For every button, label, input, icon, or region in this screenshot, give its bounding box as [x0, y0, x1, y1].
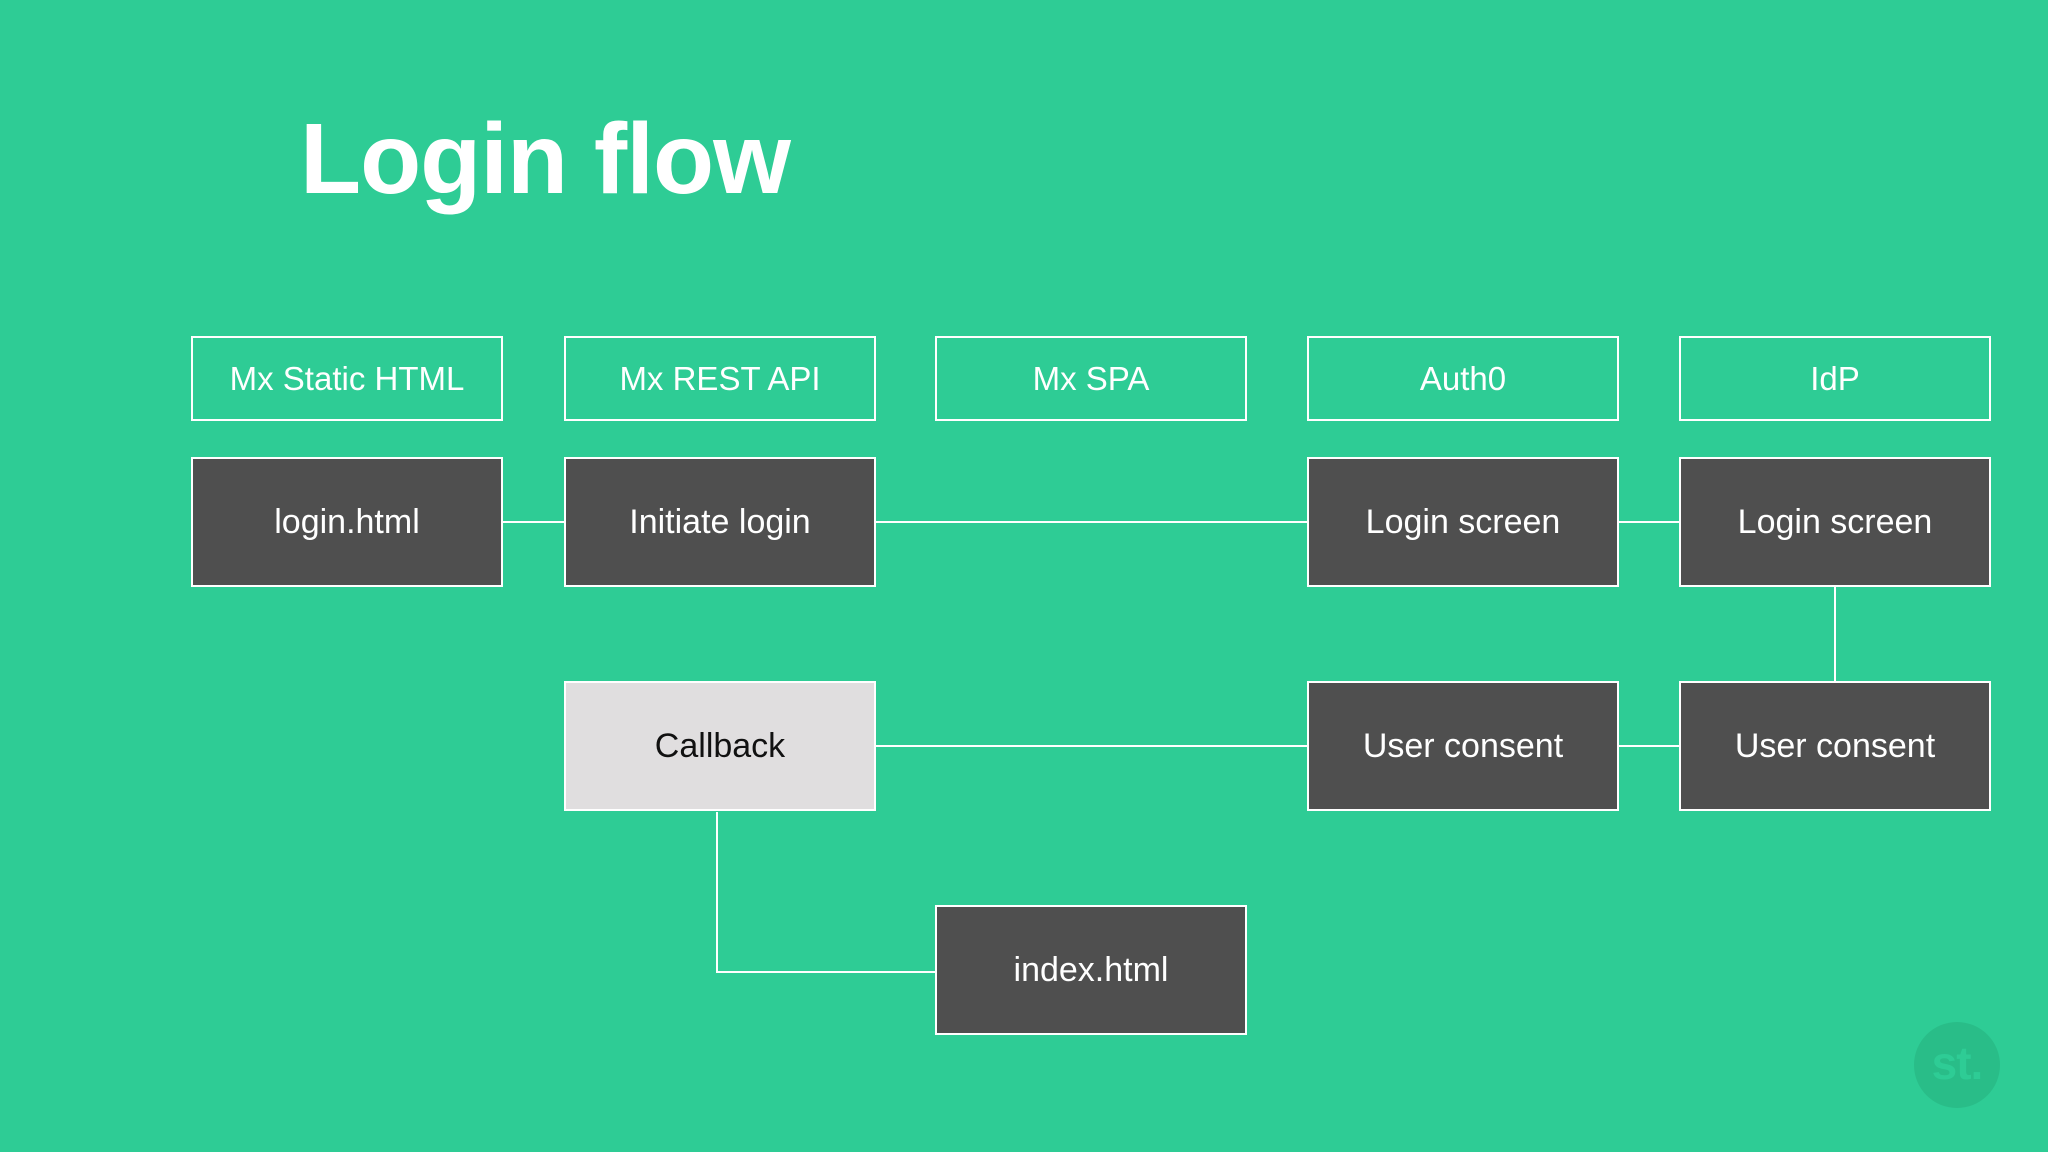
connector-auth0-login-screen-to-idp-login-screen	[1619, 521, 1679, 523]
node-index-html[interactable]: index.html	[935, 905, 1247, 1035]
connector-auth0-user-consent-to-idp-user-consent	[1619, 745, 1679, 747]
node-idp-user-consent[interactable]: User consent	[1679, 681, 1991, 811]
connector-callback-to-indexhtml-horizontal	[716, 971, 935, 973]
lane-header-idp[interactable]: IdP	[1679, 336, 1991, 421]
node-callback[interactable]: Callback	[564, 681, 876, 811]
lane-header-mx-static-html[interactable]: Mx Static HTML	[191, 336, 503, 421]
brand-watermark-logo: st.	[1914, 1022, 2000, 1108]
connector-loginhtml-to-initiate-login	[503, 521, 564, 523]
node-login-html[interactable]: login.html	[191, 457, 503, 587]
connector-callback-to-auth0-user-consent	[876, 745, 1307, 747]
brand-watermark-text: st.	[1931, 1037, 1984, 1089]
connector-callback-to-indexhtml-vertical	[716, 812, 718, 973]
node-idp-login-screen[interactable]: Login screen	[1679, 457, 1991, 587]
connector-idp-login-screen-to-idp-user-consent	[1834, 587, 1836, 681]
connector-initiate-login-to-auth0-login-screen	[876, 521, 1307, 523]
page-title: Login flow	[300, 103, 791, 215]
node-auth0-user-consent[interactable]: User consent	[1307, 681, 1619, 811]
node-initiate-login[interactable]: Initiate login	[564, 457, 876, 587]
lane-header-mx-rest-api[interactable]: Mx REST API	[564, 336, 876, 421]
lane-header-auth0[interactable]: Auth0	[1307, 336, 1619, 421]
node-auth0-login-screen[interactable]: Login screen	[1307, 457, 1619, 587]
lane-header-mx-spa[interactable]: Mx SPA	[935, 336, 1247, 421]
